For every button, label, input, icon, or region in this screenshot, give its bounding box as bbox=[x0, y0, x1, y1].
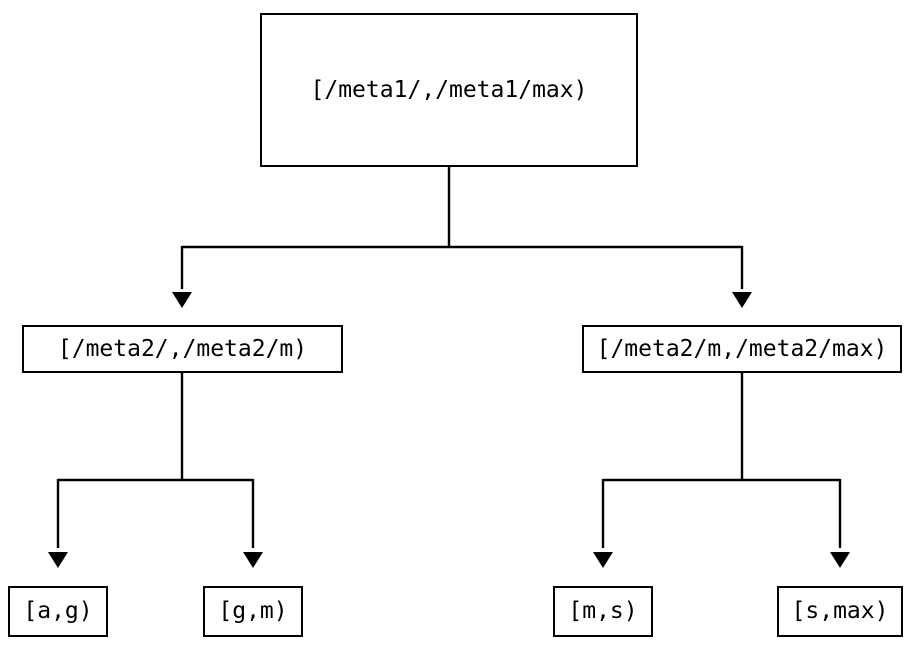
node-right-child-label: [/meta2/m,/meta2/max) bbox=[596, 335, 888, 362]
node-leaf-ms-label: [m,s) bbox=[568, 598, 638, 624]
node-leaf-gm: [g,m) bbox=[203, 586, 303, 637]
node-leaf-ms: [m,s) bbox=[553, 586, 653, 637]
node-leaf-ag: [a,g) bbox=[8, 586, 108, 637]
arrowhead-down-icon bbox=[830, 552, 850, 568]
edge-root-to-children bbox=[172, 167, 752, 308]
arrowhead-down-icon bbox=[243, 552, 263, 568]
node-leaf-smax: [s,max) bbox=[777, 586, 903, 637]
arrowhead-down-icon bbox=[732, 292, 752, 308]
node-right-child: [/meta2/m,/meta2/max) bbox=[582, 325, 902, 373]
node-root-label: [/meta1/,/meta1/max) bbox=[310, 76, 588, 103]
node-leaf-smax-label: [s,max) bbox=[791, 598, 889, 624]
arrowhead-down-icon bbox=[172, 292, 192, 308]
node-left-child-label: [/meta2/,/meta2/m) bbox=[57, 335, 308, 362]
arrowhead-down-icon bbox=[593, 552, 613, 568]
edge-right-to-leaves bbox=[593, 373, 850, 568]
edge-left-to-leaves bbox=[48, 373, 263, 568]
node-leaf-ag-label: [a,g) bbox=[23, 598, 93, 624]
node-root: [/meta1/,/meta1/max) bbox=[260, 13, 638, 167]
node-left-child: [/meta2/,/meta2/m) bbox=[22, 325, 343, 373]
node-leaf-gm-label: [g,m) bbox=[218, 598, 288, 624]
arrowhead-down-icon bbox=[48, 552, 68, 568]
